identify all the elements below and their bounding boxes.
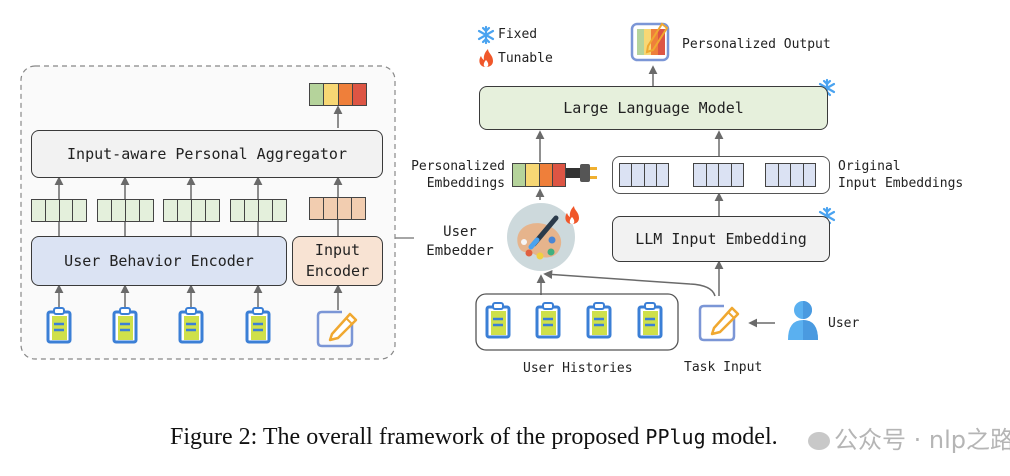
history-document-icon (112, 306, 138, 344)
input-encoder-label: Input Encoder (305, 241, 370, 280)
personalized-embedding (512, 163, 566, 187)
legend-fixed-label: Fixed (498, 27, 538, 42)
user-embedder-palette-icon (507, 203, 575, 271)
history-embedding (163, 199, 220, 222)
history-document-icon (46, 306, 72, 344)
watermark: 公众号 · nlp之路 (808, 420, 1010, 455)
user-history-document-icon (637, 301, 663, 339)
legend-tunable-label: Tunable (498, 51, 553, 66)
user-label: User (828, 316, 860, 331)
original-embedding (765, 163, 816, 187)
right-arrows (535, 65, 775, 328)
input-aware-personal-aggregator: Input-aware Personal Aggregator (31, 130, 383, 178)
history-embedding (230, 199, 287, 222)
figure-caption: Figure 2: The overall framework of the p… (170, 424, 778, 451)
caption-model-name: PPlug (645, 425, 706, 449)
user-histories-label: User Histories (523, 361, 633, 376)
user-person-icon (788, 301, 818, 340)
user-history-document-icon (485, 301, 511, 339)
input-encoder: Input Encoder (292, 236, 383, 286)
legend-snowflake-icon (477, 25, 495, 45)
user-histories-group (475, 293, 679, 351)
history-document-icon (245, 306, 271, 344)
user-history-document-icon (586, 301, 612, 339)
behavior-encoder-label: User Behavior Encoder (64, 252, 254, 270)
plug-connector-icon (566, 164, 597, 182)
history-embedding (97, 199, 154, 222)
original-embeddings-label: Original Input Embeddings (838, 159, 964, 191)
input-embedding (309, 197, 366, 220)
user-behavior-encoder: User Behavior Encoder (31, 236, 287, 286)
aggregator-label: Input-aware Personal Aggregator (67, 145, 347, 163)
caption-suffix: model. (705, 424, 778, 450)
original-embedding (693, 163, 744, 187)
task-input-pencil-icon (698, 304, 740, 342)
personalized-output-label: Personalized Output (682, 37, 831, 52)
original-embedding (619, 163, 669, 187)
tunable-flame-icon (565, 206, 579, 224)
personal-embedding-output (309, 83, 367, 106)
personalized-output-icon (630, 22, 670, 62)
user-embedder-label: User Embedder (426, 224, 494, 259)
legend-flame-icon (479, 49, 493, 67)
wechat-icon (808, 432, 830, 450)
llm-input-embedding-label: LLM Input Embedding (635, 230, 807, 248)
caption-prefix: Figure 2: The overall framework of the p… (170, 424, 646, 450)
user-history-document-icon (535, 301, 561, 339)
watermark-text: 公众号 · nlp之路 (834, 426, 1010, 454)
history-document-icon (178, 306, 204, 344)
task-input-label: Task Input (684, 360, 763, 375)
large-language-model: Large Language Model (479, 86, 828, 130)
personalized-embeddings-label: Personalized Embeddings (411, 159, 505, 191)
llm-label: Large Language Model (563, 99, 744, 117)
llm-input-embedding: LLM Input Embedding (612, 216, 830, 262)
history-embedding (31, 199, 87, 222)
